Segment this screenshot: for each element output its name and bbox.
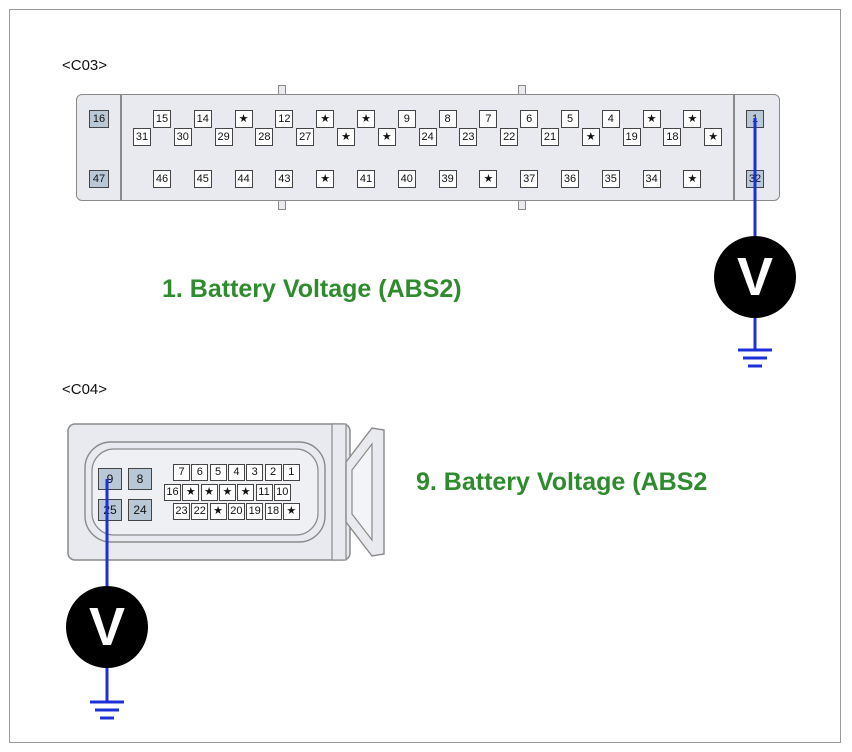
c03-divider	[120, 95, 122, 200]
c04-pin: ★	[282, 503, 300, 520]
c04-pin: 7	[173, 464, 190, 481]
c03-pin: 18	[663, 128, 682, 146]
c03-pin: 19	[622, 128, 641, 146]
c04-ground-icon	[90, 700, 124, 720]
c03-pin: 39	[438, 170, 457, 188]
c04-pin: 8	[128, 468, 152, 490]
c03-connector-name: <C03>	[62, 57, 108, 74]
c04-pin: 23	[173, 503, 190, 520]
c04-pin: 6	[191, 464, 209, 481]
c04-pin: ★	[200, 484, 218, 501]
c04-pin: 10	[273, 484, 291, 501]
c03-pin: 40	[397, 170, 416, 188]
c03-pin: 41	[357, 170, 375, 188]
c03-pin: ★	[377, 128, 396, 146]
c03-pin: 44	[234, 170, 253, 188]
c04-pin: ★	[209, 503, 227, 520]
c03-pin: ★	[581, 128, 600, 146]
c04-pin: ★	[237, 484, 255, 501]
c03-pin: ★	[704, 128, 723, 146]
c03-pin: 21	[541, 128, 559, 146]
c04-pin: 24	[128, 499, 152, 521]
c04-pin: 22	[191, 503, 209, 520]
c03-pin: ★	[683, 110, 702, 128]
c03-voltmeter-icon	[714, 236, 796, 318]
c04-pin: ★	[218, 484, 236, 501]
c03-pin: ★	[234, 110, 253, 128]
c03-pin: 5	[561, 110, 579, 128]
c04-pin: 16	[164, 484, 181, 501]
c03-pin: 14	[193, 110, 212, 128]
c04-pin: 1	[282, 464, 300, 481]
c03-pin: 46	[153, 170, 171, 188]
c03-pin: ★	[337, 128, 355, 146]
c04-pin: 4	[227, 464, 245, 481]
c03-pin: 45	[193, 170, 212, 188]
c04-pin: 25	[98, 499, 122, 521]
c04-pin-9: 9	[98, 468, 122, 490]
c03-connector-body	[76, 94, 780, 201]
c03-divider	[733, 95, 735, 200]
c03-pin: 43	[275, 170, 294, 188]
c03-pin: ★	[642, 110, 661, 128]
c04-voltmeter-label: V	[88, 597, 126, 657]
c03-pin: 6	[520, 110, 539, 128]
c03-test-label: 1. Battery Voltage (ABS2)	[162, 275, 462, 303]
c03-pin: 22	[500, 128, 519, 146]
c03-pin: ★	[479, 170, 498, 188]
c03-pin: 28	[255, 128, 274, 146]
c03-pin: 34	[642, 170, 661, 188]
c03-pin: ★	[316, 110, 335, 128]
c03-pin: 24	[418, 128, 437, 146]
c04-test-label: 9. Battery Voltage (ABS2	[416, 468, 708, 496]
c03-pin: 35	[601, 170, 620, 188]
c03-pin: ★	[316, 170, 335, 188]
diagram-frame	[9, 9, 841, 743]
c04-pin: ★	[182, 484, 200, 501]
c03-pin: ★	[357, 110, 375, 128]
c03-voltmeter-label: V	[736, 247, 774, 307]
c03-pin: 7	[479, 110, 498, 128]
c04-pin: 3	[246, 464, 264, 481]
c03-pin: 9	[397, 110, 416, 128]
c04-pin: 2	[264, 464, 282, 481]
c03-pin: 23	[459, 128, 478, 146]
c04-voltmeter-icon	[66, 586, 148, 668]
c03-ground-icon	[738, 348, 772, 368]
c04-pin: 11	[255, 484, 273, 501]
c03-pin: 15	[153, 110, 171, 128]
c03-pin: 29	[214, 128, 233, 146]
c04-pin: 19	[246, 503, 264, 520]
c03-pin: 30	[173, 128, 192, 146]
c03-pin: 12	[275, 110, 294, 128]
c03-pin: 37	[520, 170, 539, 188]
c04-pin: 5	[209, 464, 227, 481]
c03-pin: 4	[601, 110, 620, 128]
c03-pin: 47	[89, 170, 109, 188]
c03-pin: 8	[438, 110, 457, 128]
c03-pin: 36	[561, 170, 579, 188]
c03-pin: 16	[89, 110, 109, 128]
c03-pin: ★	[683, 170, 702, 188]
c03-pin: 31	[133, 128, 151, 146]
c04-pin: 18	[264, 503, 282, 520]
c03-pin: 27	[296, 128, 315, 146]
c04-connector-name: <C04>	[62, 381, 108, 398]
c04-pin: 20	[227, 503, 245, 520]
